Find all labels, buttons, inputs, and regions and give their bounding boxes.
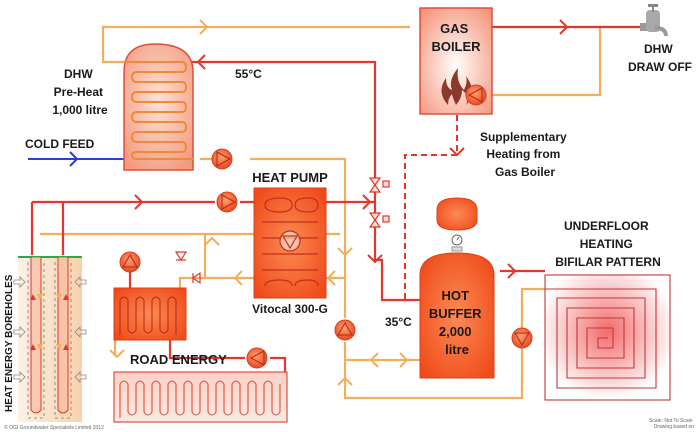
road-energy-label: ROAD ENERGY [130,352,227,367]
pump-icon [246,347,268,369]
pumps [119,84,533,369]
heat-pump [253,187,327,299]
gas-boiler [419,7,493,115]
gas-boiler-label: GAS BOILER [431,21,481,54]
temp-35-label: 35°C [385,315,412,329]
check-valve-lower [191,271,201,285]
copyright-text: © OGI Groundwater Specialists Limited 20… [4,424,104,431]
hot-buffer-label: HOT BUFFER 2,000 litre [429,288,485,357]
supplementary-label: Supplementary Heating from Gas Boiler [480,130,570,179]
underfloor-heating [544,274,671,401]
boreholes-label: HEAT ENERGY BOREHOLES [4,274,15,412]
heat-pump-label: HEAT PUMP [252,170,328,185]
heat-pump-model-label: Vitocal 300-G [252,302,328,316]
pump-icon [211,148,233,170]
supplementary-heat-line [404,115,458,301]
three-way-valve-upper [368,177,390,193]
dhw-draw-off-label: DHW DRAW OFF [628,42,692,74]
pump-icon [511,327,533,349]
cold-feed-label: COLD FEED [25,137,95,151]
expansion-vessel [436,197,478,252]
dhw-preheat-label: DHW Pre-Heat 1,000 litre [52,67,108,117]
road-energy-collector [113,371,288,423]
borehole-array [13,256,87,422]
check-valve-upper [174,251,188,262]
temp-55-label: 55°C [235,67,262,81]
pump-icon [334,319,356,341]
flame-icon [441,68,472,105]
pump-icon [465,84,487,106]
flow-arrows [109,19,569,386]
cold-feed-pipe [28,151,128,167]
dhw-preheat-tank [123,43,194,171]
underfloor-label: UNDERFLOOR HEATING BIFILAR PATTERN [555,219,661,269]
tap-icon [640,4,668,37]
three-way-valve-lower [368,212,390,228]
scale-note: Scale: Not To Scale Drawing based on [649,418,694,430]
hot-buffer-tank [419,252,495,379]
pump-icon [216,191,238,213]
road-energy-exchanger [113,287,187,341]
pump-icon [119,251,141,273]
